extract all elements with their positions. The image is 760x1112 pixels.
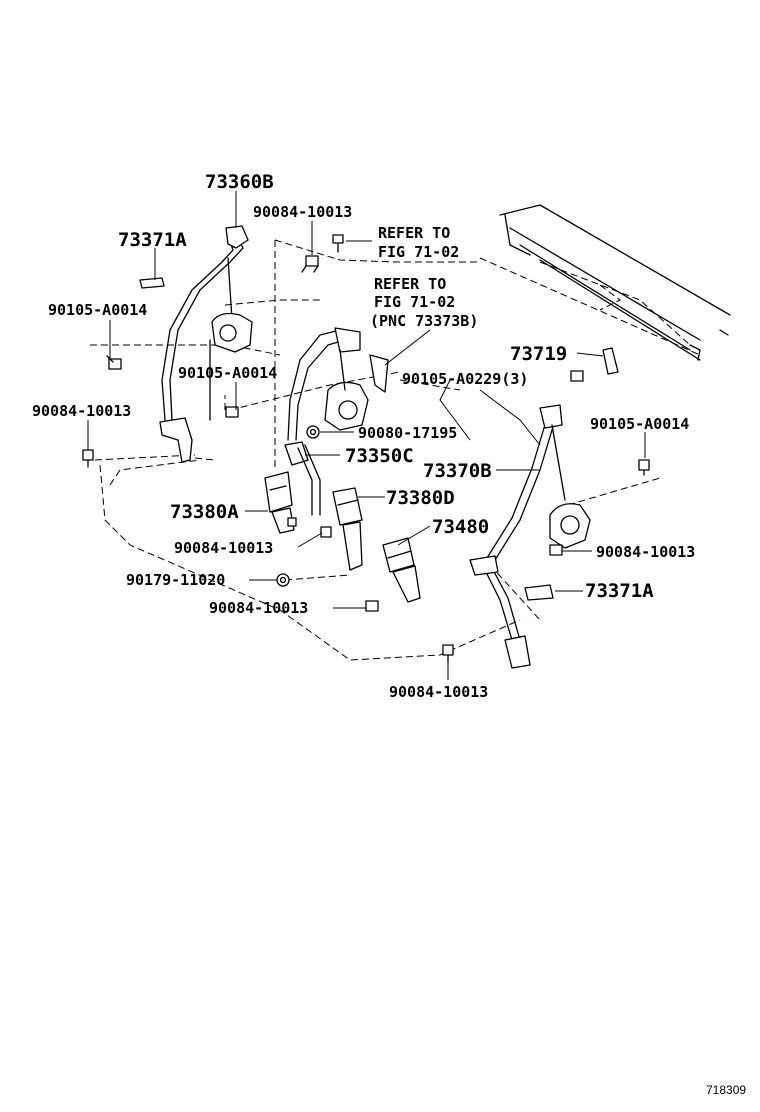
label-90084-10013-center: 90084-10013 xyxy=(174,539,273,557)
leader-lines xyxy=(87,191,646,680)
bolt-right xyxy=(638,459,650,476)
bolt-a0229 xyxy=(570,370,584,382)
cover-73719 xyxy=(602,347,619,375)
bolt-right-lower xyxy=(549,544,563,556)
label-refer-to-1a: REFER TO xyxy=(378,224,450,242)
right-seat-belt-assembly xyxy=(469,404,591,669)
seat-frame-outline xyxy=(479,204,731,361)
bolt-lower xyxy=(365,600,379,612)
fasteners xyxy=(82,234,650,663)
label-90080-17195: 90080-17195 xyxy=(358,424,457,442)
label-73380D: 73380D xyxy=(386,487,455,509)
label-90105-A0229: 90105-A0229(3) xyxy=(402,370,528,388)
label-73371A-right: 73371A xyxy=(585,580,654,602)
label-73350C: 73350C xyxy=(345,445,414,467)
label-90105-A0014-left: 90105-A0014 xyxy=(48,301,147,319)
buckle-73380A xyxy=(264,471,295,534)
left-seat-belt-assembly xyxy=(159,225,253,463)
label-90084-10013-bottom: 90084-10013 xyxy=(389,683,488,701)
figure-number: 718309 xyxy=(706,1083,746,1097)
bolt-center xyxy=(320,526,332,538)
label-73360B: 73360B xyxy=(205,171,274,193)
label-73370B: 73370B xyxy=(423,460,492,482)
label-90179-11020: 90179-11020 xyxy=(126,571,225,589)
label-73380A: 73380A xyxy=(170,501,239,523)
label-refer-to-1b: FIG 71-02 xyxy=(378,243,459,261)
bolt-top xyxy=(301,255,319,273)
clip-73371A-left xyxy=(139,277,165,289)
buckle-73480 xyxy=(382,537,421,603)
label-90084-10013-top: 90084-10013 xyxy=(253,203,352,221)
label-90105-A0014-mid: 90105-A0014 xyxy=(178,364,277,382)
label-refer-to-2b: FIG 71-02 xyxy=(374,293,455,311)
label-90105-A0014-right: 90105-A0014 xyxy=(590,415,689,433)
label-90084-10013-right: 90084-10013 xyxy=(596,543,695,561)
label-refer-to-2c: (PNC 73373B) xyxy=(370,312,478,330)
center-seat-belt-assembly xyxy=(284,327,389,516)
label-73719: 73719 xyxy=(510,343,567,365)
part-labels: 73360B 90084-10013 REFER TO FIG 71-02 73… xyxy=(32,171,746,1097)
bolt-refer xyxy=(332,234,344,253)
bolt-mid xyxy=(225,406,239,418)
nut-90179 xyxy=(276,573,290,587)
bolt-left-upper xyxy=(106,355,122,370)
label-73480: 73480 xyxy=(432,516,489,538)
nut-90080 xyxy=(306,425,320,439)
label-refer-to-2a: REFER TO xyxy=(374,275,446,293)
dashed-guide-lines xyxy=(90,239,661,661)
buckle-73380D xyxy=(332,487,363,571)
clip-73371A-right xyxy=(524,584,554,601)
bolt-buckle-a xyxy=(287,517,297,527)
bolt-left-lower xyxy=(82,449,94,468)
label-90084-10013-left: 90084-10013 xyxy=(32,402,131,420)
label-90084-10013-lower: 90084-10013 xyxy=(209,599,308,617)
label-73371A-left: 73371A xyxy=(118,229,187,251)
clip-parts xyxy=(139,277,619,601)
